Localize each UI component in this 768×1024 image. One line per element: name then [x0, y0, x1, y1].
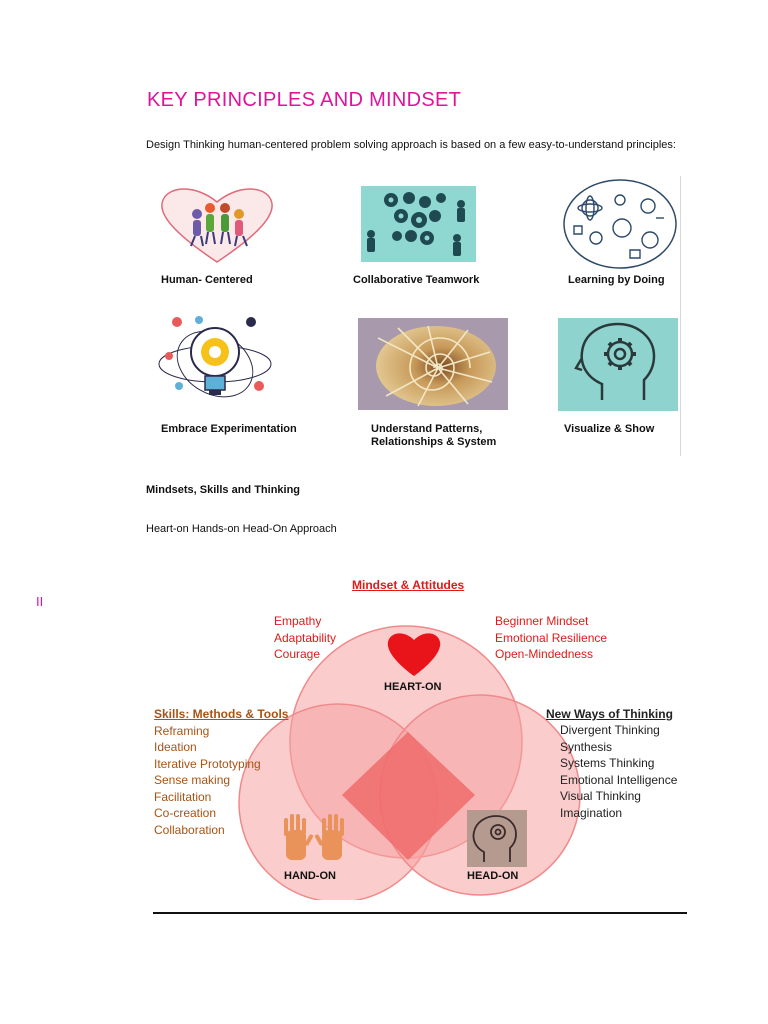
skill-item: Co-creation [154, 806, 217, 820]
attitudes-right: Beginner Mindset Emotional Resilience Op… [495, 613, 607, 663]
skill-item: Collaboration [154, 822, 225, 837]
intro-paragraph: Design Thinking human-centered problem s… [146, 139, 676, 151]
attitude-beginner-mindset: Beginner Mindset [495, 614, 589, 628]
image-border [680, 176, 681, 456]
head-on-label: HEAD-ON [467, 870, 519, 882]
heart-icon [387, 633, 441, 676]
attitudes-left: Empathy Adaptability Courage [274, 613, 336, 663]
caption-understand-patterns-line2: Relationships & System [371, 436, 497, 448]
caption-collaborative-teamwork: Collaborative Teamwork [353, 274, 480, 286]
caption-understand-patterns-line1: Understand Patterns, [371, 423, 483, 435]
attitude-open-mindedness: Open-Mindedness [495, 647, 594, 661]
hands-icon [284, 814, 344, 860]
attitude-courage: Courage [274, 647, 321, 661]
page-title: KEY PRINCIPLES AND MINDSET [147, 89, 462, 111]
venn-diagram [238, 625, 581, 900]
thinking-item: Imagination [560, 805, 623, 820]
attitude-adaptability: Adaptability [274, 630, 337, 645]
skills-block: Skills: Methods & Tools Reframing Ideati… [154, 706, 288, 838]
thinking-block: Divergent Thinking Synthesis Systems Thi… [560, 722, 677, 821]
mindsets-heading: Mindsets, Skills and Thinking [146, 484, 301, 496]
skill-item: Sense making [154, 773, 231, 787]
hand-on-label: HAND-ON [284, 870, 336, 882]
gears-team-icon [361, 186, 476, 262]
skill-item: Reframing [154, 723, 210, 738]
head-gear-icon [558, 318, 678, 411]
head-gear-small-icon [472, 815, 517, 862]
bottom-rule [153, 912, 687, 914]
skill-item: Ideation [154, 740, 197, 754]
caption-visualize-show: Visualize & Show [564, 423, 655, 435]
skill-item: Facilitation [154, 789, 212, 804]
approach-line: Heart-on Hands-on Head-On Approach [146, 523, 337, 535]
attitude-empathy: Empathy [274, 614, 322, 628]
thinking-item: Synthesis [560, 739, 613, 754]
caption-learning-by-doing: Learning by Doing [568, 274, 665, 286]
caption-understand-patterns: Understand Patterns, Relationships & Sys… [371, 423, 496, 449]
circle-learning-icon [560, 178, 680, 270]
venn-title: Mindset & Attitudes [352, 578, 465, 592]
thinking-heading: New Ways of Thinking [546, 707, 673, 721]
margin-marker: II [36, 594, 44, 609]
caption-human-centered: Human- Centered [161, 274, 253, 286]
venn-center-overlap [342, 732, 475, 860]
lightbulb-gear-icon [155, 312, 275, 407]
thinking-item: Systems Thinking [560, 756, 655, 770]
caption-embrace-experimentation: Embrace Experimentation [161, 423, 297, 435]
heart-on-label: HEART-ON [384, 681, 442, 693]
attitude-emotional-resilience: Emotional Resilience [495, 630, 608, 645]
skills-heading: Skills: Methods & Tools [154, 707, 289, 721]
thinking-item: Emotional Intelligence [560, 772, 678, 787]
thinking-item: Visual Thinking [560, 789, 641, 803]
nautilus-shell-image [358, 318, 508, 410]
thinking-item: Divergent Thinking [560, 723, 660, 737]
skill-item: Iterative Prototyping [154, 756, 261, 771]
heart-people-icon [155, 184, 280, 264]
